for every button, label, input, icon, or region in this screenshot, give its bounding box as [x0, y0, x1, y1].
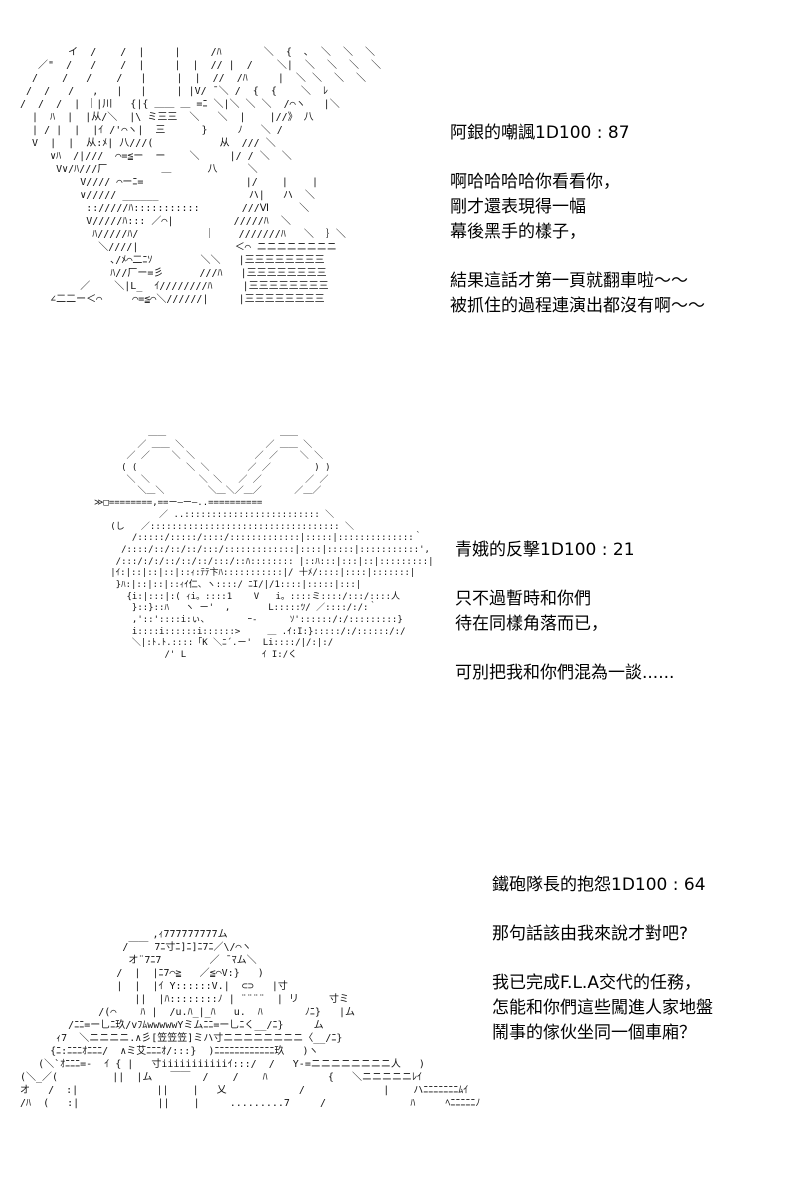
text-line: 鬧事的傢伙坐同一個車廂？ — [492, 1023, 696, 1043]
panel-1-title: 阿銀的嘲諷1D100 : 87 — [450, 121, 705, 146]
text-line: 幕後黑手的樣子， — [450, 222, 586, 242]
text-line: 那句話該由我來說才對吧? — [492, 924, 689, 944]
panel-3-text: 鐵砲隊長的抱怨1D100 : 64 那句話該由我來說才對吧? 我已完成F.L.A… — [492, 873, 713, 1046]
panel-1-dialogue: 啊哈哈哈哈你看看你， 剛才還表現得一幅 幕後黑手的樣子， — [450, 170, 705, 245]
panel-3-title: 鐵砲隊長的抱怨1D100 : 64 — [492, 873, 713, 898]
panel-2-title: 青娥的反擊1D100 : 21 — [455, 538, 674, 563]
text-line: 被抓住的過程連演出都沒有啊～～ — [450, 296, 705, 316]
panel-2-dialogue: 可別把我和你們混為一談...... — [455, 661, 674, 686]
text-line: 我已完成F.L.A交代的任務， — [492, 973, 701, 993]
text-line: 待在同樣角落而已， — [455, 614, 608, 634]
panel-3-ascii-art: ,ｨ777777777ム /￣￣ 7ﾆ寸ﾆ]ﾆ]ﾆ7ﾆ／\/⌒ヽ オ¨7ﾆ7 ／… — [20, 929, 481, 1109]
text-line: 阿銀的嘲諷1D100 : 87 — [450, 123, 630, 143]
panel-2-text: 青娥的反擊1D100 : 21 只不過暫時和你們 待在同樣角落而已， 可別把我和… — [455, 538, 674, 686]
panel-2-dialogue: 只不過暫時和你們 待在同樣角落而已， — [455, 587, 674, 637]
panel-3-dialogue: 我已完成F.L.A交代的任務， 怎能和你們這些闖進人家地盤 鬧事的傢伙坐同一個車… — [492, 971, 713, 1046]
panel-1-text: 阿銀的嘲諷1D100 : 87 啊哈哈哈哈你看看你， 剛才還表現得一幅 幕後黑手… — [450, 121, 705, 319]
panel-2-ascii-art: ＿＿ ＿＿ ／ ＿＿ ＼ ／ ＿＿ ＼ ／ ／ ＼ ＼ ／ ／ ＼ ＼ ( ( … — [94, 428, 434, 661]
panel-3-dialogue: 那句話該由我來說才對吧? — [492, 922, 713, 947]
panel-1-ascii-art: イ / / | | /ﾊ ＼ { ､ ＼ ＼ ＼ ／" / / / | | | … — [20, 47, 382, 305]
text-line: 只不過暫時和你們 — [455, 589, 591, 609]
text-line: 鐵砲隊長的抱怨1D100 : 64 — [492, 875, 706, 895]
text-line: 青娥的反擊1D100 : 21 — [455, 540, 635, 560]
text-line: 結果這話才第一頁就翻車啦～～ — [450, 271, 688, 291]
text-line: 可別把我和你們混為一談...... — [455, 663, 675, 683]
text-line: 怎能和你們這些闖進人家地盤 — [492, 998, 713, 1018]
text-line: 剛才還表現得一幅 — [450, 197, 586, 217]
text-line: 啊哈哈哈哈你看看你， — [450, 172, 620, 192]
panel-1-dialogue: 結果這話才第一頁就翻車啦～～ 被抓住的過程連演出都沒有啊～～ — [450, 269, 705, 319]
